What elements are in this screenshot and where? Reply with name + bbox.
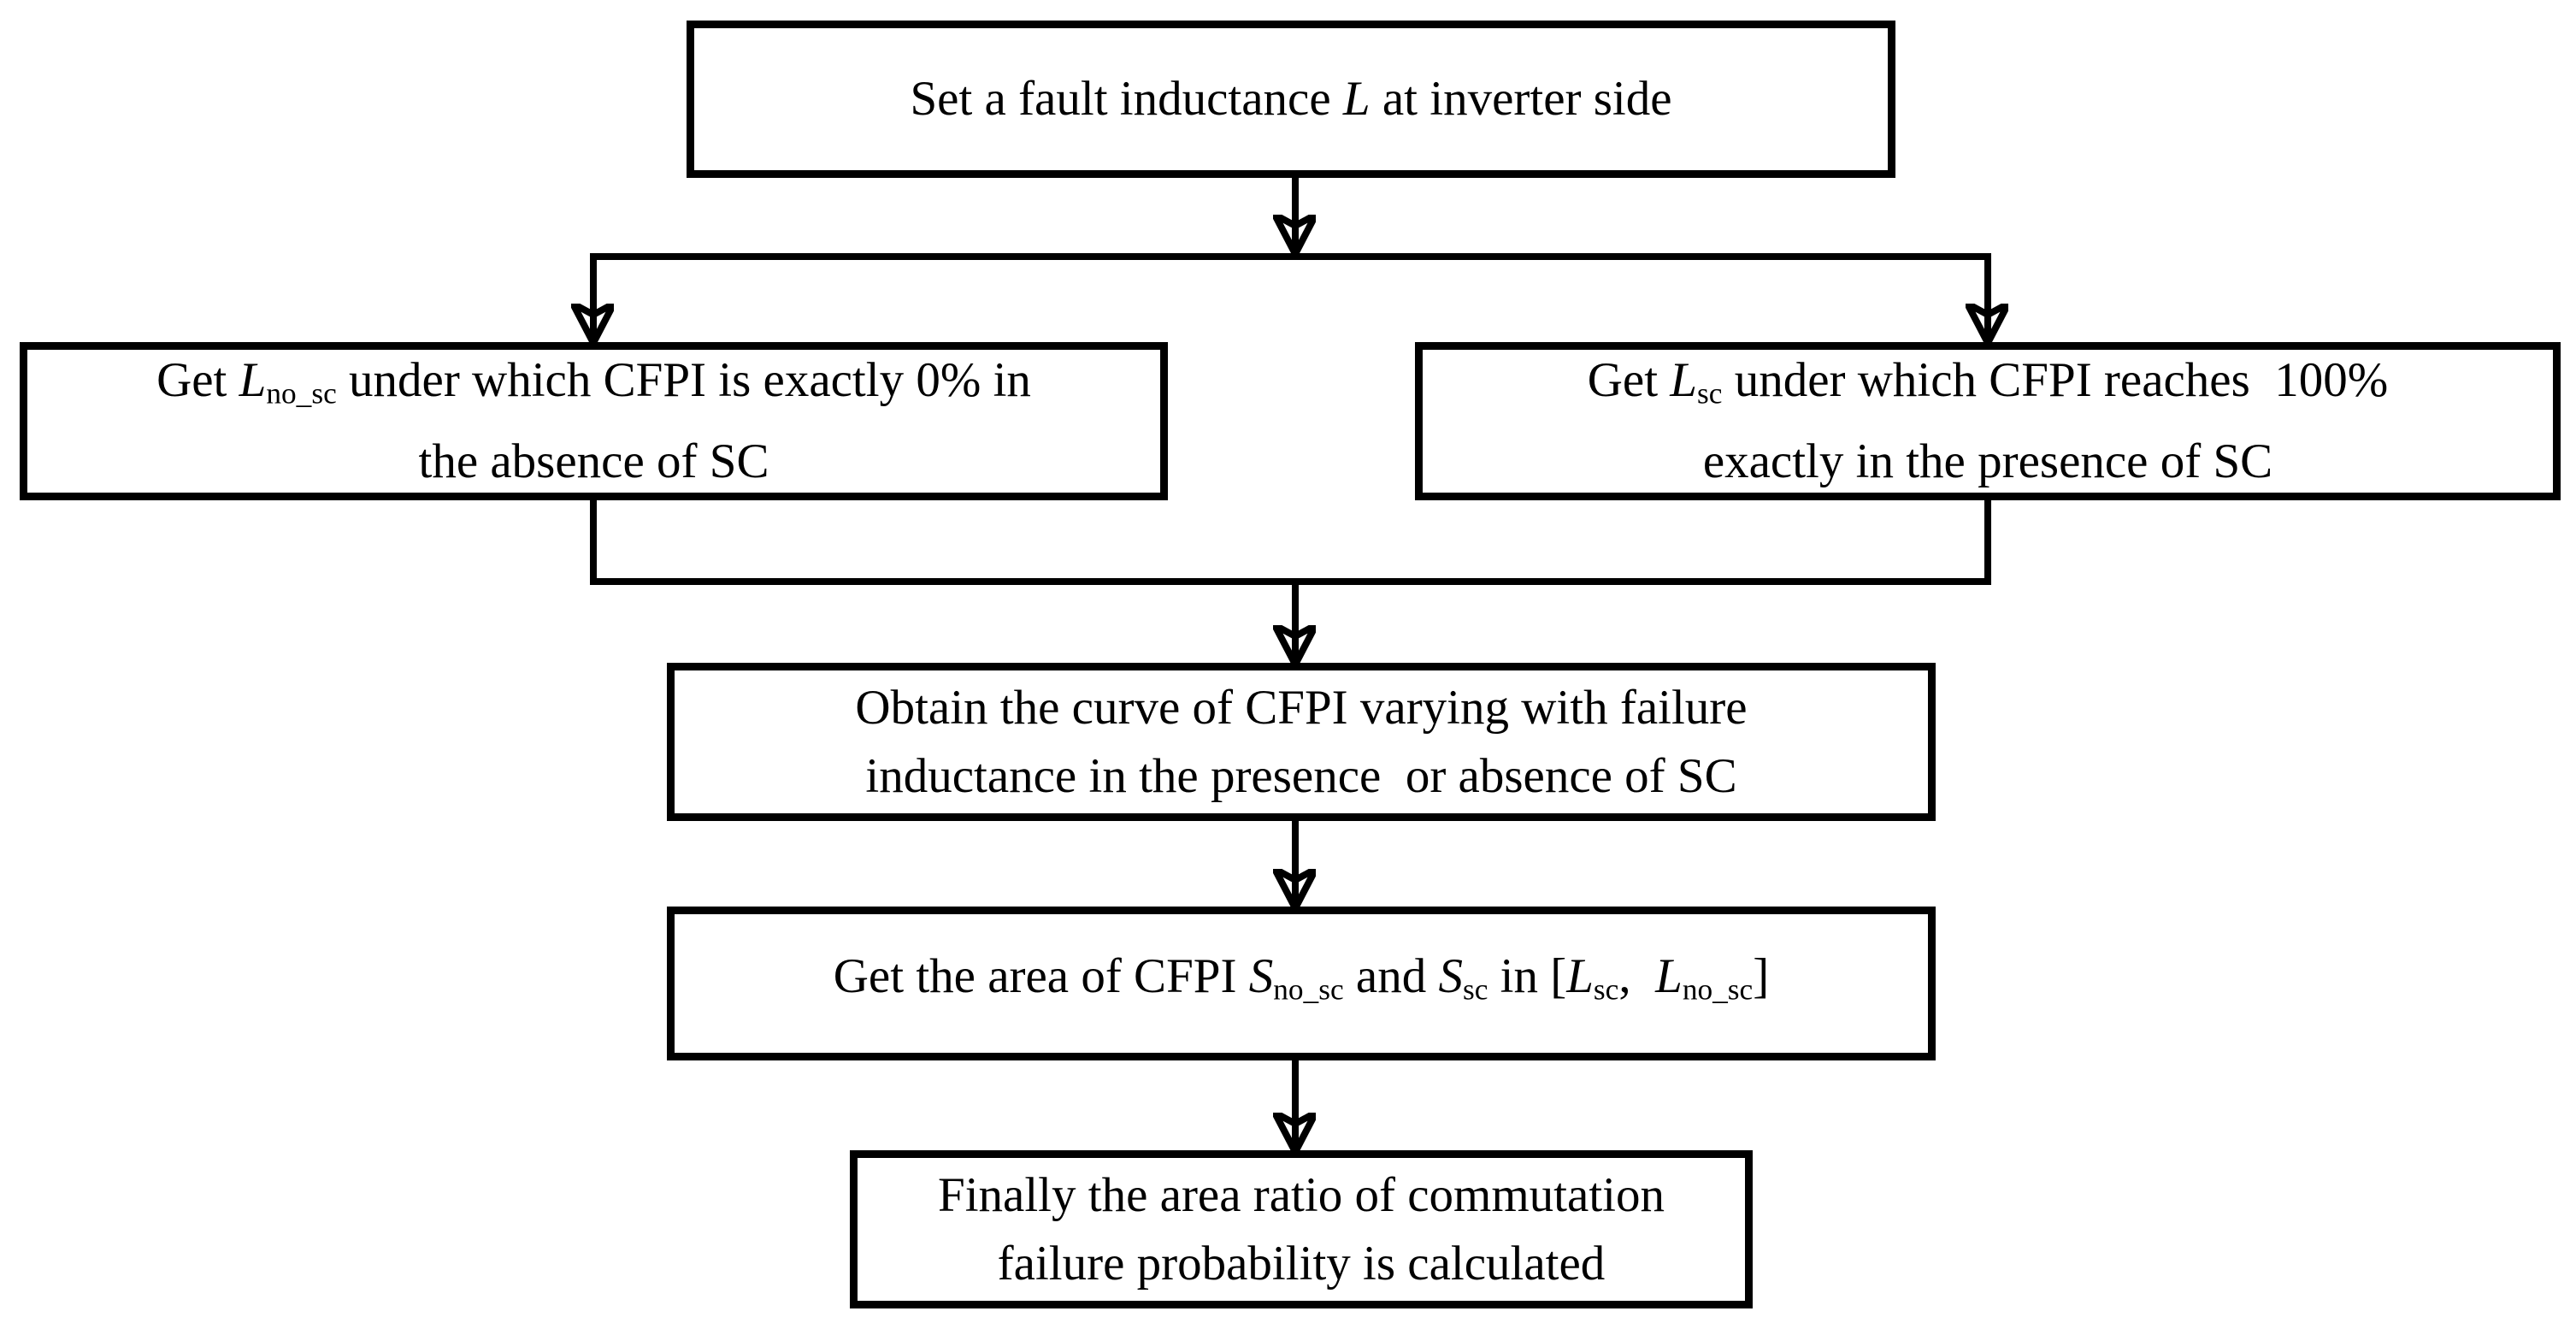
flow-step-get-l-no-sc-text: Get Lno_sc under which CFPI is exactly 0… bbox=[156, 352, 1031, 489]
flow-step-get-l-sc: Get Lsc under which CFPI reaches 100%exa… bbox=[1415, 342, 2561, 500]
flow-step-set-fault-inductance: Set a fault inductance L at inverter sid… bbox=[687, 21, 1895, 178]
flow-step-get-cfpi-area-text: Get the area of CFPI Sno_sc and Ssc in [… bbox=[833, 949, 1770, 1007]
flow-step-get-l-no-sc: Get Lno_sc under which CFPI is exactly 0… bbox=[20, 342, 1168, 500]
flow-step-get-l-sc-text: Get Lsc under which CFPI reaches 100%exa… bbox=[1587, 352, 2389, 489]
flow-step-get-cfpi-area: Get the area of CFPI Sno_sc and Ssc in [… bbox=[667, 907, 1936, 1060]
flow-step-obtain-cfpi-curve-text: Obtain the curve of CFPI varying with fa… bbox=[855, 680, 1748, 803]
flow-step-set-fault-inductance-text: Set a fault inductance L at inverter sid… bbox=[910, 72, 1672, 126]
flow-step-obtain-cfpi-curve: Obtain the curve of CFPI varying with fa… bbox=[667, 663, 1936, 821]
